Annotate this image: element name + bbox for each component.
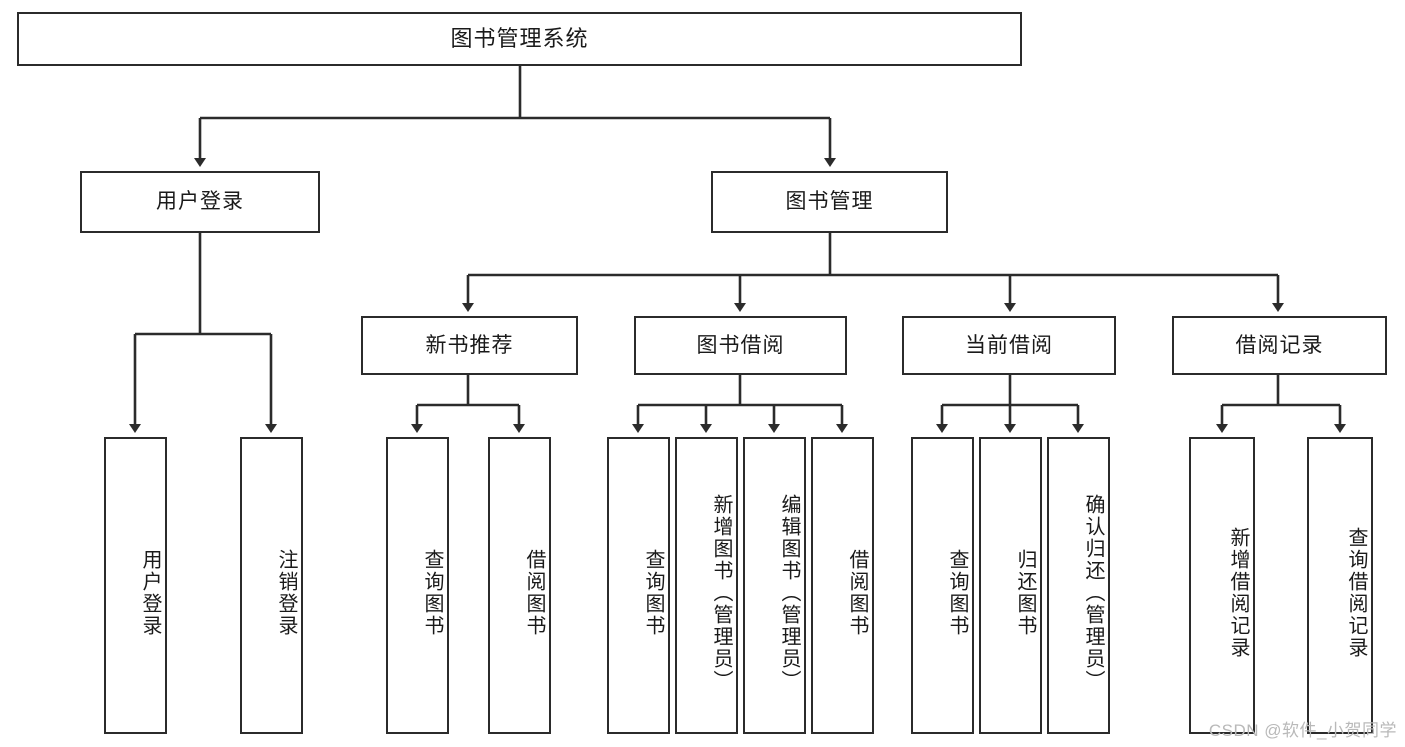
leaf-borrow-add-book[interactable]: 新增图书（管理员） [675, 437, 738, 734]
leaf-current-query[interactable]: 查询图书 [911, 437, 974, 734]
leaf-label: 查询借阅记录 [1345, 526, 1367, 659]
leaf-user-login-login[interactable]: 用户登录 [104, 437, 167, 734]
leaf-user-login-logout[interactable]: 注销登录 [240, 437, 303, 734]
leaf-label: 编辑图书（管理员） [778, 493, 800, 692]
leaf-label: 借阅图书 [523, 548, 545, 637]
leaf-label: 新增借阅记录 [1227, 526, 1249, 659]
node-user-login[interactable]: 用户登录 [80, 171, 320, 233]
node-book-borrow[interactable]: 图书借阅 [634, 316, 847, 375]
node-book-management[interactable]: 图书管理 [711, 171, 948, 233]
node-root[interactable]: 图书管理系统 [17, 12, 1022, 66]
leaf-borrow-borrow-book[interactable]: 借阅图书 [811, 437, 874, 734]
leaf-borrow-query[interactable]: 查询图书 [607, 437, 670, 734]
leaf-record-query[interactable]: 查询借阅记录 [1307, 437, 1373, 734]
leaf-label: 注销登录 [275, 548, 297, 637]
leaf-current-confirm-return[interactable]: 确认归还（管理员） [1047, 437, 1110, 734]
leaf-borrow-edit-book[interactable]: 编辑图书（管理员） [743, 437, 806, 734]
node-current-borrow[interactable]: 当前借阅 [902, 316, 1116, 375]
leaf-label: 归还图书 [1014, 548, 1036, 637]
leaf-label: 查询图书 [421, 548, 443, 637]
leaf-new-book-query[interactable]: 查询图书 [386, 437, 449, 734]
leaf-label: 新增图书（管理员） [710, 493, 732, 692]
node-borrow-record[interactable]: 借阅记录 [1172, 316, 1387, 375]
leaf-label: 查询图书 [946, 548, 968, 637]
leaf-new-book-borrow[interactable]: 借阅图书 [488, 437, 551, 734]
leaf-label: 确认归还（管理员） [1082, 493, 1104, 692]
node-new-book-recommend[interactable]: 新书推荐 [361, 316, 578, 375]
leaf-label: 查询图书 [642, 548, 664, 637]
csdn-watermark: CSDN @软件_小贺同学 [1208, 721, 1397, 740]
leaf-record-add[interactable]: 新增借阅记录 [1189, 437, 1255, 734]
leaf-label: 用户登录 [139, 548, 161, 637]
leaf-label: 借阅图书 [846, 548, 868, 637]
leaf-current-return[interactable]: 归还图书 [979, 437, 1042, 734]
